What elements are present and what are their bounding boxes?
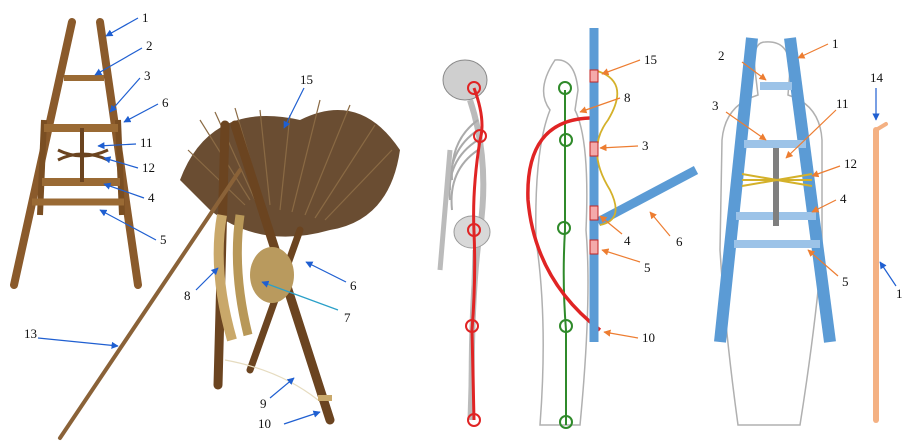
label-3: 3 [144, 68, 151, 83]
label-4: 4 [148, 190, 155, 205]
label-1: 1 [142, 10, 149, 25]
label-5: 5 [160, 232, 167, 247]
label-2: 2 [718, 48, 725, 63]
label-5: 5 [842, 274, 849, 289]
label-6: 6 [350, 278, 357, 293]
label-12: 12 [142, 160, 155, 175]
human-side-view-with-frame [528, 28, 696, 428]
skeleton-side-view [440, 60, 490, 426]
label-9: 9 [260, 396, 267, 411]
label-15: 15 [300, 72, 313, 87]
label-11: 11 [836, 96, 849, 111]
label-8: 8 [184, 288, 191, 303]
label-13: 13 [24, 326, 37, 341]
label-14: 14 [870, 70, 884, 85]
label-3: 3 [642, 138, 649, 153]
label-2: 2 [146, 38, 153, 53]
label-1-pole: 1 [896, 286, 903, 301]
carrier-with-basket-illustration [60, 100, 400, 438]
label-5: 5 [644, 260, 651, 275]
label-15: 15 [644, 52, 657, 67]
label-8: 8 [624, 90, 631, 105]
label-10: 10 [642, 330, 655, 345]
label-7: 7 [344, 310, 351, 325]
label-1: 1 [832, 36, 839, 51]
label-12: 12 [844, 156, 857, 171]
label-6: 6 [676, 234, 683, 249]
label-4: 4 [624, 233, 631, 248]
label-6: 6 [162, 95, 169, 110]
label-10: 10 [258, 416, 271, 431]
human-back-view-with-frame [720, 38, 886, 425]
label-11: 11 [140, 135, 153, 150]
label-3: 3 [712, 98, 719, 113]
label-4: 4 [840, 191, 847, 206]
